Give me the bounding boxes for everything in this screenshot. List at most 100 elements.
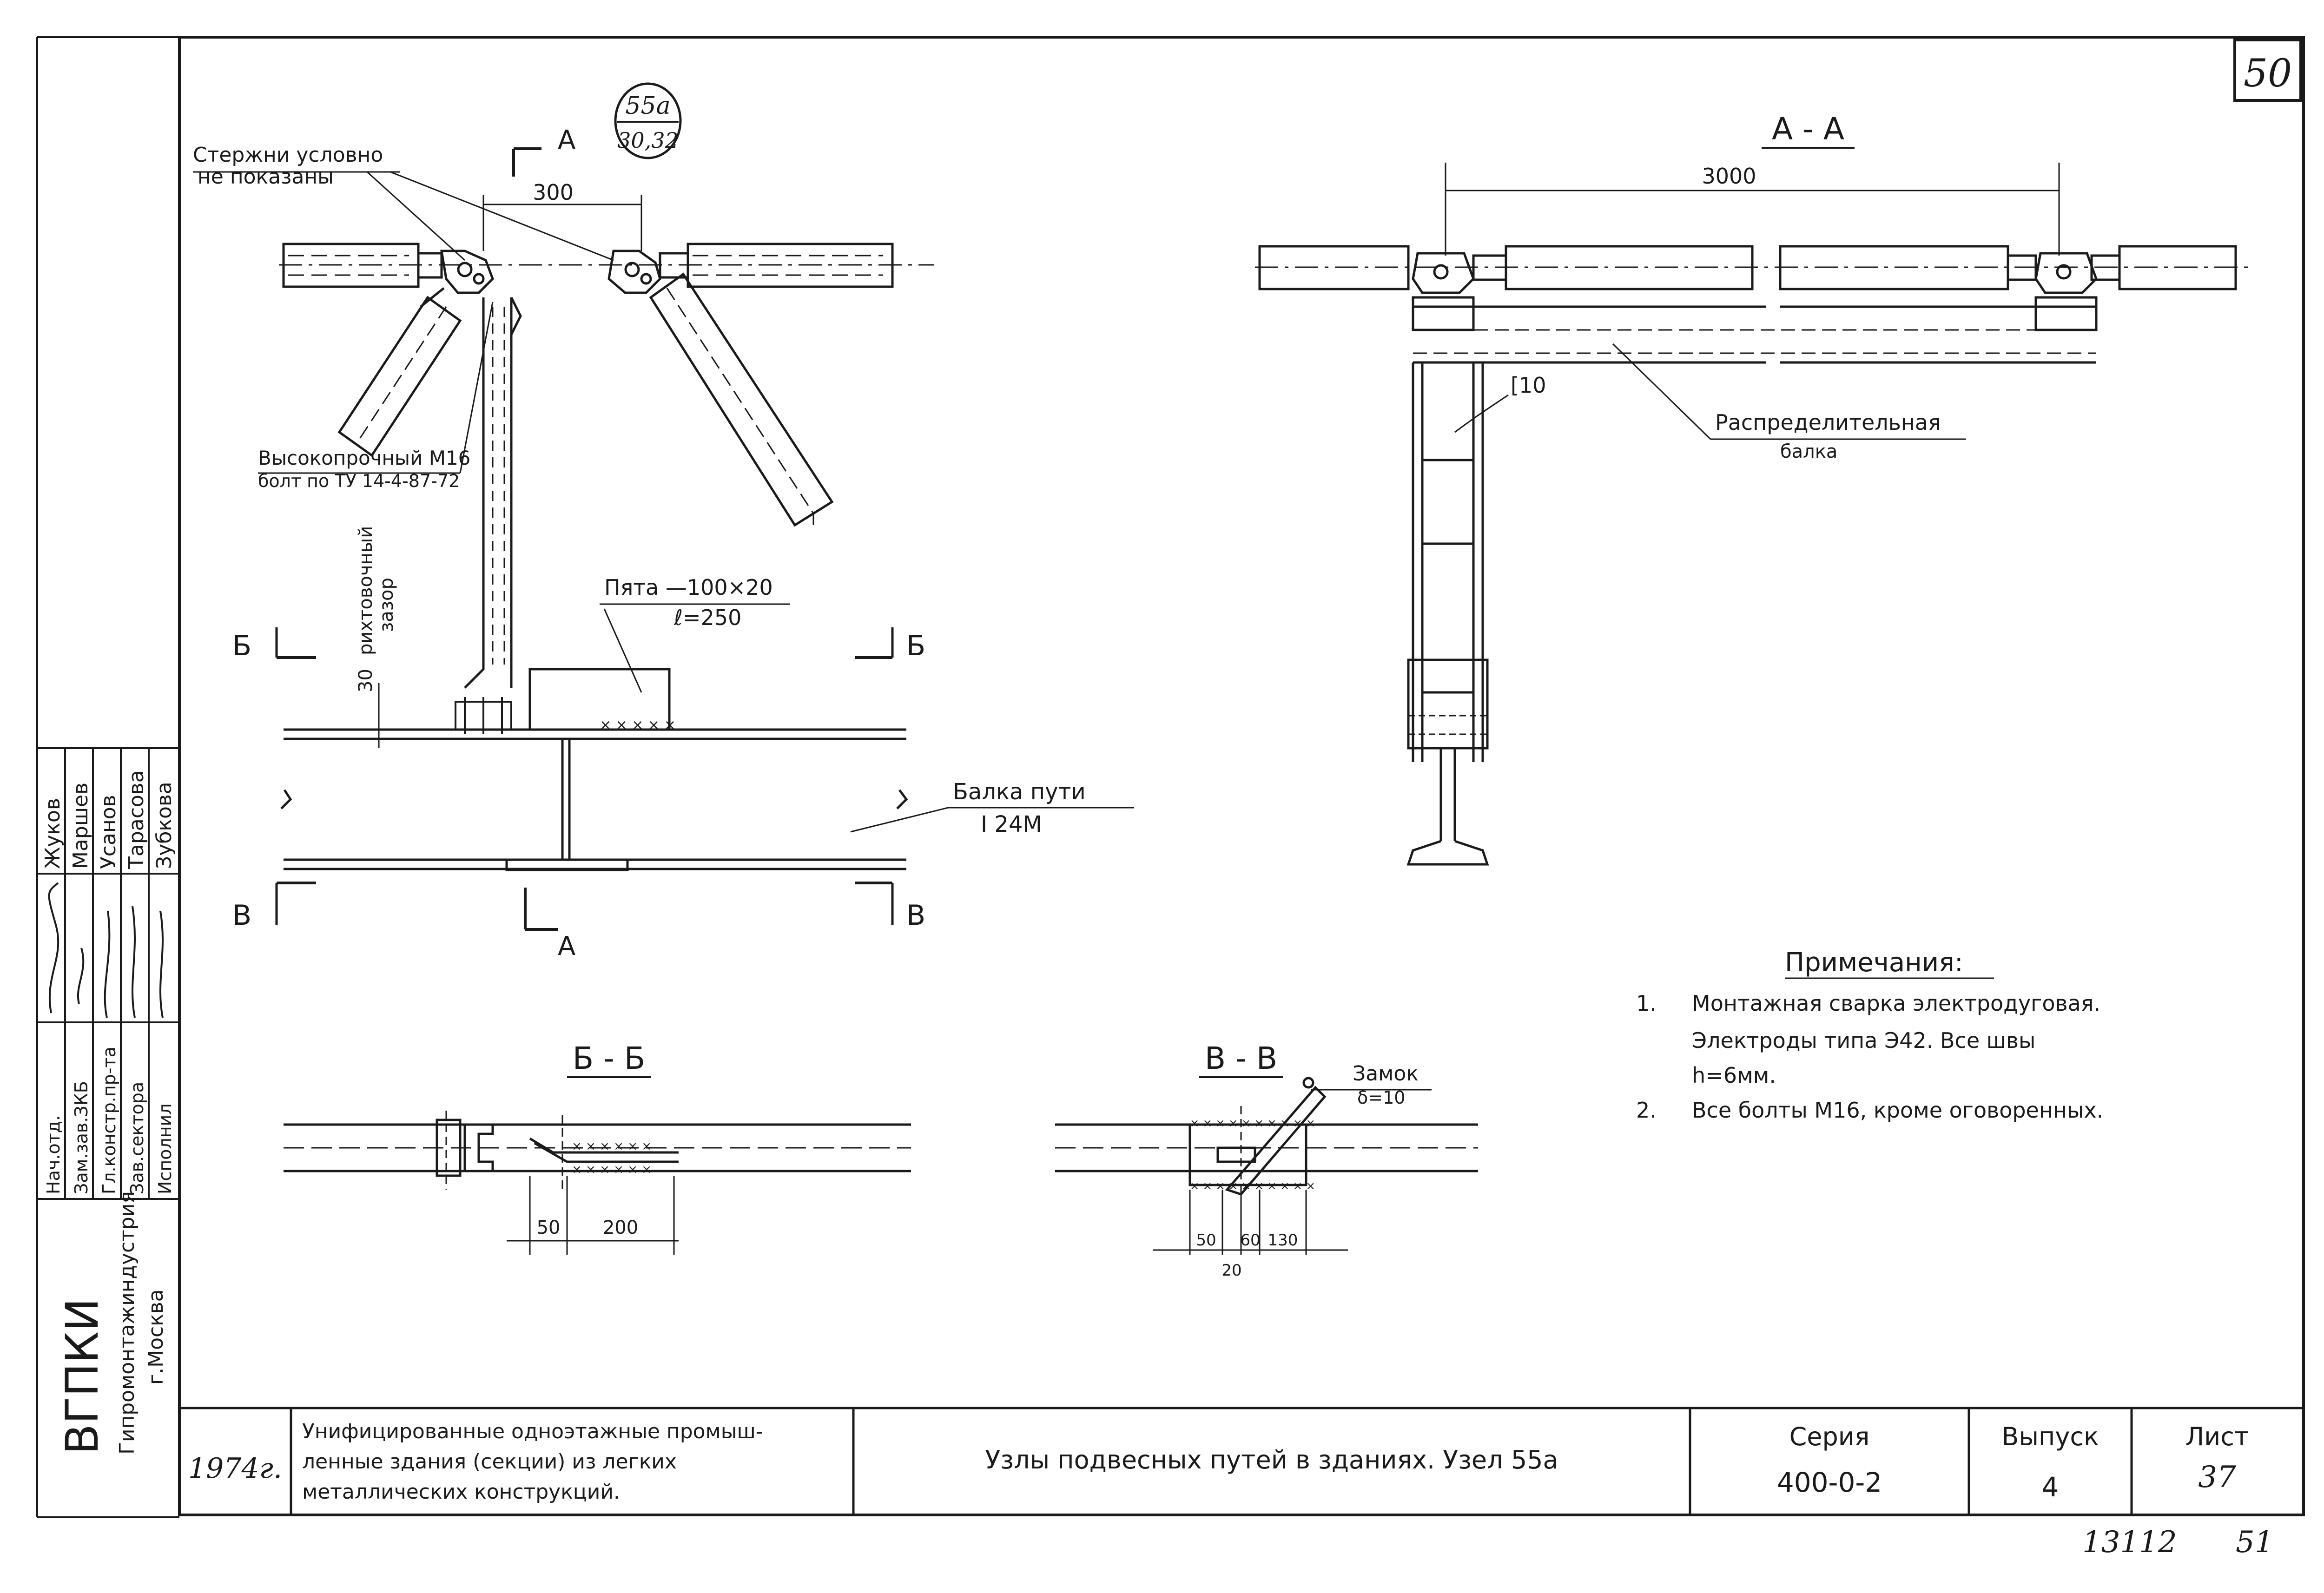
brace-tube-left (337, 287, 462, 457)
stamp-signatures (48, 882, 164, 1018)
section-vv-title: В - В (1205, 1040, 1277, 1076)
note-1-line-1: Монтажная сварка электродуговая. (1692, 991, 2100, 1016)
dim-300-text: 300 (533, 180, 574, 205)
channel-label: [10 (1511, 373, 1546, 398)
page-mark: 51 (2236, 1525, 2273, 1560)
stamp-name: Усанов (97, 795, 120, 869)
section-marks-bv: Б Б В В А (232, 627, 925, 961)
stamp-organization: ВГПКИ Гипромонтажиндустрия г.Москва (56, 1191, 168, 1455)
notes: Примечания: 1. Монтажная сварка электрод… (1636, 948, 2103, 1123)
section-vv: В - В Замок δ=10 × × × × × × × × × × × ×… (1055, 1040, 1478, 1280)
section-b-right: Б (906, 630, 925, 662)
beam-label: Балка пути I 24М (850, 779, 1134, 837)
bolt-note-line-2: болт по ТУ 14-4-87-72 (258, 471, 460, 491)
weld-marks-vv-2: × × × × × × × × × × (1190, 1179, 1315, 1192)
rods-note-line-1: Стержни условно (193, 143, 383, 167)
sheet-number-box: 50 (2233, 39, 2302, 102)
callout-top: 55а (625, 92, 670, 120)
dim-vv-20: 20 (1221, 1261, 1241, 1280)
stamp-name: Зубкова (152, 782, 176, 869)
stamp-name: Тарасова (125, 770, 148, 869)
stamp-role: Исполнил (155, 1103, 175, 1194)
sheet-number-text: 50 (2244, 52, 2292, 96)
sheet-value: 37 (2198, 1460, 2236, 1494)
section-a-label: А (558, 125, 575, 155)
view-aa: А - А 3000 (1255, 111, 2250, 866)
org-name: ВГПКИ (56, 1298, 108, 1455)
title-year: 1974г. (188, 1452, 282, 1485)
org-line-2: г.Москва (144, 1289, 168, 1385)
rods-note-line-2: не показаны (198, 165, 334, 189)
node-connector-left (440, 250, 661, 294)
beam-label-line-1: Балка пути (953, 779, 1086, 805)
weld-marks-bb-2: × × × × × × (572, 1163, 652, 1177)
sheet-label: Лист (2185, 1422, 2249, 1451)
bolt-note: Высокопрочный М16 болт по ТУ 14-4-87-72 (258, 302, 494, 491)
brace-tube-right (649, 272, 834, 527)
track-beam-left (280, 728, 908, 871)
heel-plate: Пята —100×20 ℓ=250 × × × × × (528, 575, 790, 733)
gap-note-line-1: рихтовочный (355, 526, 376, 655)
section-bb: Б - Б × × × × × × × × × × × × 50 200 (284, 1040, 911, 1255)
project-name-line-1: Унифицированные одноэтажные промыш- (302, 1420, 763, 1443)
weld-marks-bb: × × × × × × (572, 1139, 652, 1153)
lock-label-1: Замок (1353, 1062, 1419, 1086)
gap-note: 30 рихтовочный зазор (355, 526, 397, 748)
gap-note-line-2: зазор (376, 578, 397, 632)
project-name-line-3: металлических конструкций. (302, 1480, 620, 1504)
dim-vv-60: 60 (1240, 1231, 1260, 1250)
note-1-line-3: h=6мм. (1692, 1063, 1776, 1088)
callout-55a: 55а 30,32 (614, 82, 682, 159)
section-b-left: Б (232, 630, 251, 662)
vertical-rod (464, 296, 522, 689)
heel-label-line-1: Пята —100×20 (604, 575, 773, 600)
series-value: 400-0-2 (1777, 1467, 1882, 1498)
note-2-number: 2. (1636, 1098, 1657, 1123)
stamp-role: Нач.отд. (43, 1115, 64, 1194)
stamp-role: Зав.сектора (127, 1082, 147, 1194)
section-v-left: В (232, 899, 251, 932)
section-a-label-bottom: А (558, 931, 575, 961)
dim-vv-130: 130 (1268, 1231, 1298, 1250)
rods-note: Стержни условно не показаны (193, 143, 614, 261)
section-mark-a-top: А (512, 125, 575, 177)
issue-value: 4 (2042, 1471, 2059, 1503)
title-block (179, 1407, 2304, 1515)
sheet-title: Узлы подвесных путей в зданиях. Узел 55а (985, 1445, 1558, 1475)
beam-label-line-2: I 24М (981, 811, 1042, 837)
note-1-line-2: Электроды типа Э42. Все швы (1692, 1028, 2035, 1053)
chord-tube-left (279, 243, 934, 288)
stamp-names: Жуков Маршев Усанов Тарасова Зубкова (41, 770, 176, 869)
archive-number: 13112 (2082, 1525, 2177, 1560)
distribution-beam-label-2: балка (1780, 441, 1837, 462)
side-stamp (37, 747, 179, 1200)
notes-title: Примечания: (1785, 948, 1963, 978)
vertical-channel-aa (1406, 362, 1489, 866)
bolt-note-line-1: Высокопрочный М16 (258, 447, 470, 469)
weld-marks-vv: × × × × × × × × × × (1190, 1117, 1315, 1130)
stamp-role: Зам.зав.ЗКБ (71, 1081, 92, 1194)
dim-3000-text: 3000 (1702, 164, 1756, 189)
project-name-line-2: ленные здания (секции) из легких (302, 1450, 677, 1474)
stamp-role: Гл.констр.пр-та (99, 1047, 119, 1194)
org-line-1: Гипромонтажиндустрия (115, 1191, 139, 1455)
dim-50: 50 (537, 1217, 561, 1238)
note-1-number: 1. (1636, 991, 1657, 1016)
lock-label-2: δ=10 (1357, 1087, 1405, 1108)
view-aa-title: А - А (1772, 111, 1844, 147)
note-2-line-1: Все болты М16, кроме оговоренных. (1692, 1098, 2103, 1123)
stamp-name: Жуков (41, 798, 65, 869)
dim-200: 200 (603, 1217, 638, 1238)
series-label: Серия (1789, 1422, 1870, 1451)
distribution-beam-label-1: Распределительная (1715, 410, 1941, 435)
weld-marks: × × × × × (600, 717, 676, 733)
issue-label: Выпуск (2001, 1422, 2099, 1451)
dim-vv-50: 50 (1196, 1231, 1216, 1250)
heel-label-line-2: ℓ=250 (673, 605, 741, 630)
stamp-roles: Нач.отд. Зам.зав.ЗКБ Гл.констр.пр-та Зав… (43, 1047, 175, 1194)
callout-bottom: 30,32 (617, 128, 679, 153)
chord-tube-aa (1255, 245, 2250, 294)
dim-300: 300 (482, 180, 642, 251)
section-v-right: В (906, 899, 925, 932)
